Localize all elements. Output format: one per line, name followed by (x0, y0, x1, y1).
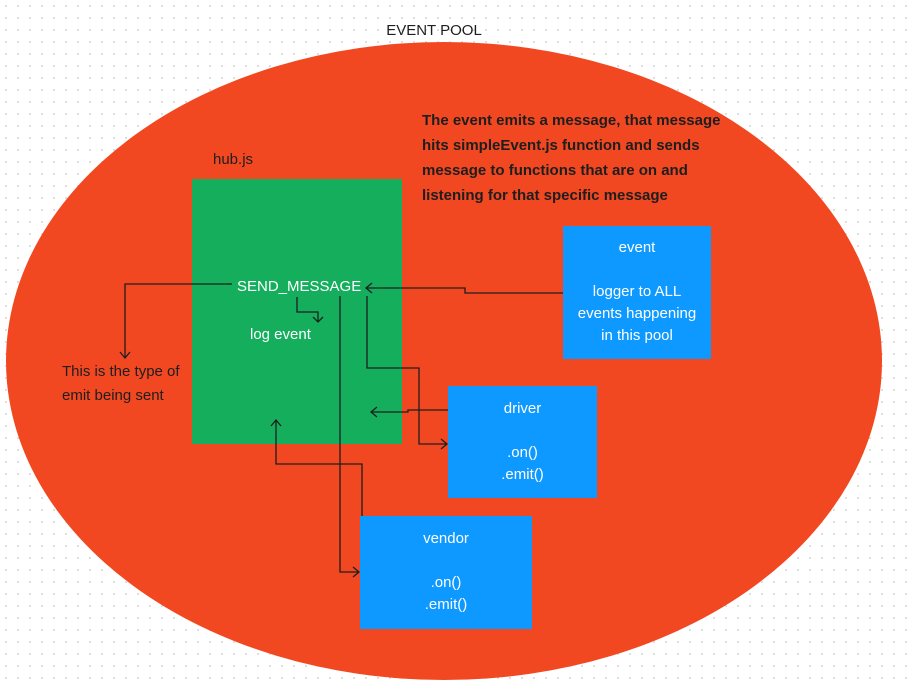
arrowhead-hub-from-driver (369, 406, 378, 418)
event-module-box: event logger to ALL events happening in … (563, 226, 711, 359)
event-box-line-3: in this pool (601, 327, 673, 344)
connector-hub-to-driver (366, 296, 447, 445)
arrowhead-type-note (119, 351, 131, 360)
arrowhead-vendor (352, 566, 361, 578)
emit-type-note: This is the type of emit being sent (62, 363, 180, 404)
driver-box-line-1: .on() (507, 444, 538, 461)
event-flow-note: The event emits a message, that message … (422, 112, 721, 204)
arrowhead-hub-from-vendor (270, 418, 282, 427)
connector-vendor-to-hub (275, 420, 363, 516)
hub-label: hub.js (213, 151, 254, 168)
vendor-module-box: vendor .on() .emit() (360, 516, 532, 629)
connector-hub-to-vendor (339, 296, 359, 573)
driver-box-line-2: .emit() (501, 466, 544, 483)
arrowhead-hub-from-event (364, 282, 373, 294)
log-event-label: log event (250, 326, 311, 343)
driver-module-box: driver .on() .emit() (448, 386, 597, 498)
connector-send-to-type-note (124, 283, 232, 358)
connector-driver-to-hub (371, 409, 448, 413)
event-box-title: event (618, 239, 656, 256)
driver-box-title: driver (503, 400, 542, 417)
send-message-label: SEND_MESSAGE (237, 278, 362, 295)
event-box-line-2: events happening (577, 305, 697, 322)
vendor-box-line-1: .on() (430, 574, 462, 591)
arrowhead-driver (440, 438, 449, 450)
vendor-box-line-2: .emit() (424, 596, 468, 613)
pool-title: EVENT POOL (386, 22, 482, 39)
arrowhead-log (312, 316, 324, 323)
connector-event-to-hub (366, 287, 563, 294)
connector-send-to-log (296, 297, 319, 322)
event-box-line-1: logger to ALL (592, 283, 682, 300)
vendor-box-title: vendor (423, 530, 469, 547)
